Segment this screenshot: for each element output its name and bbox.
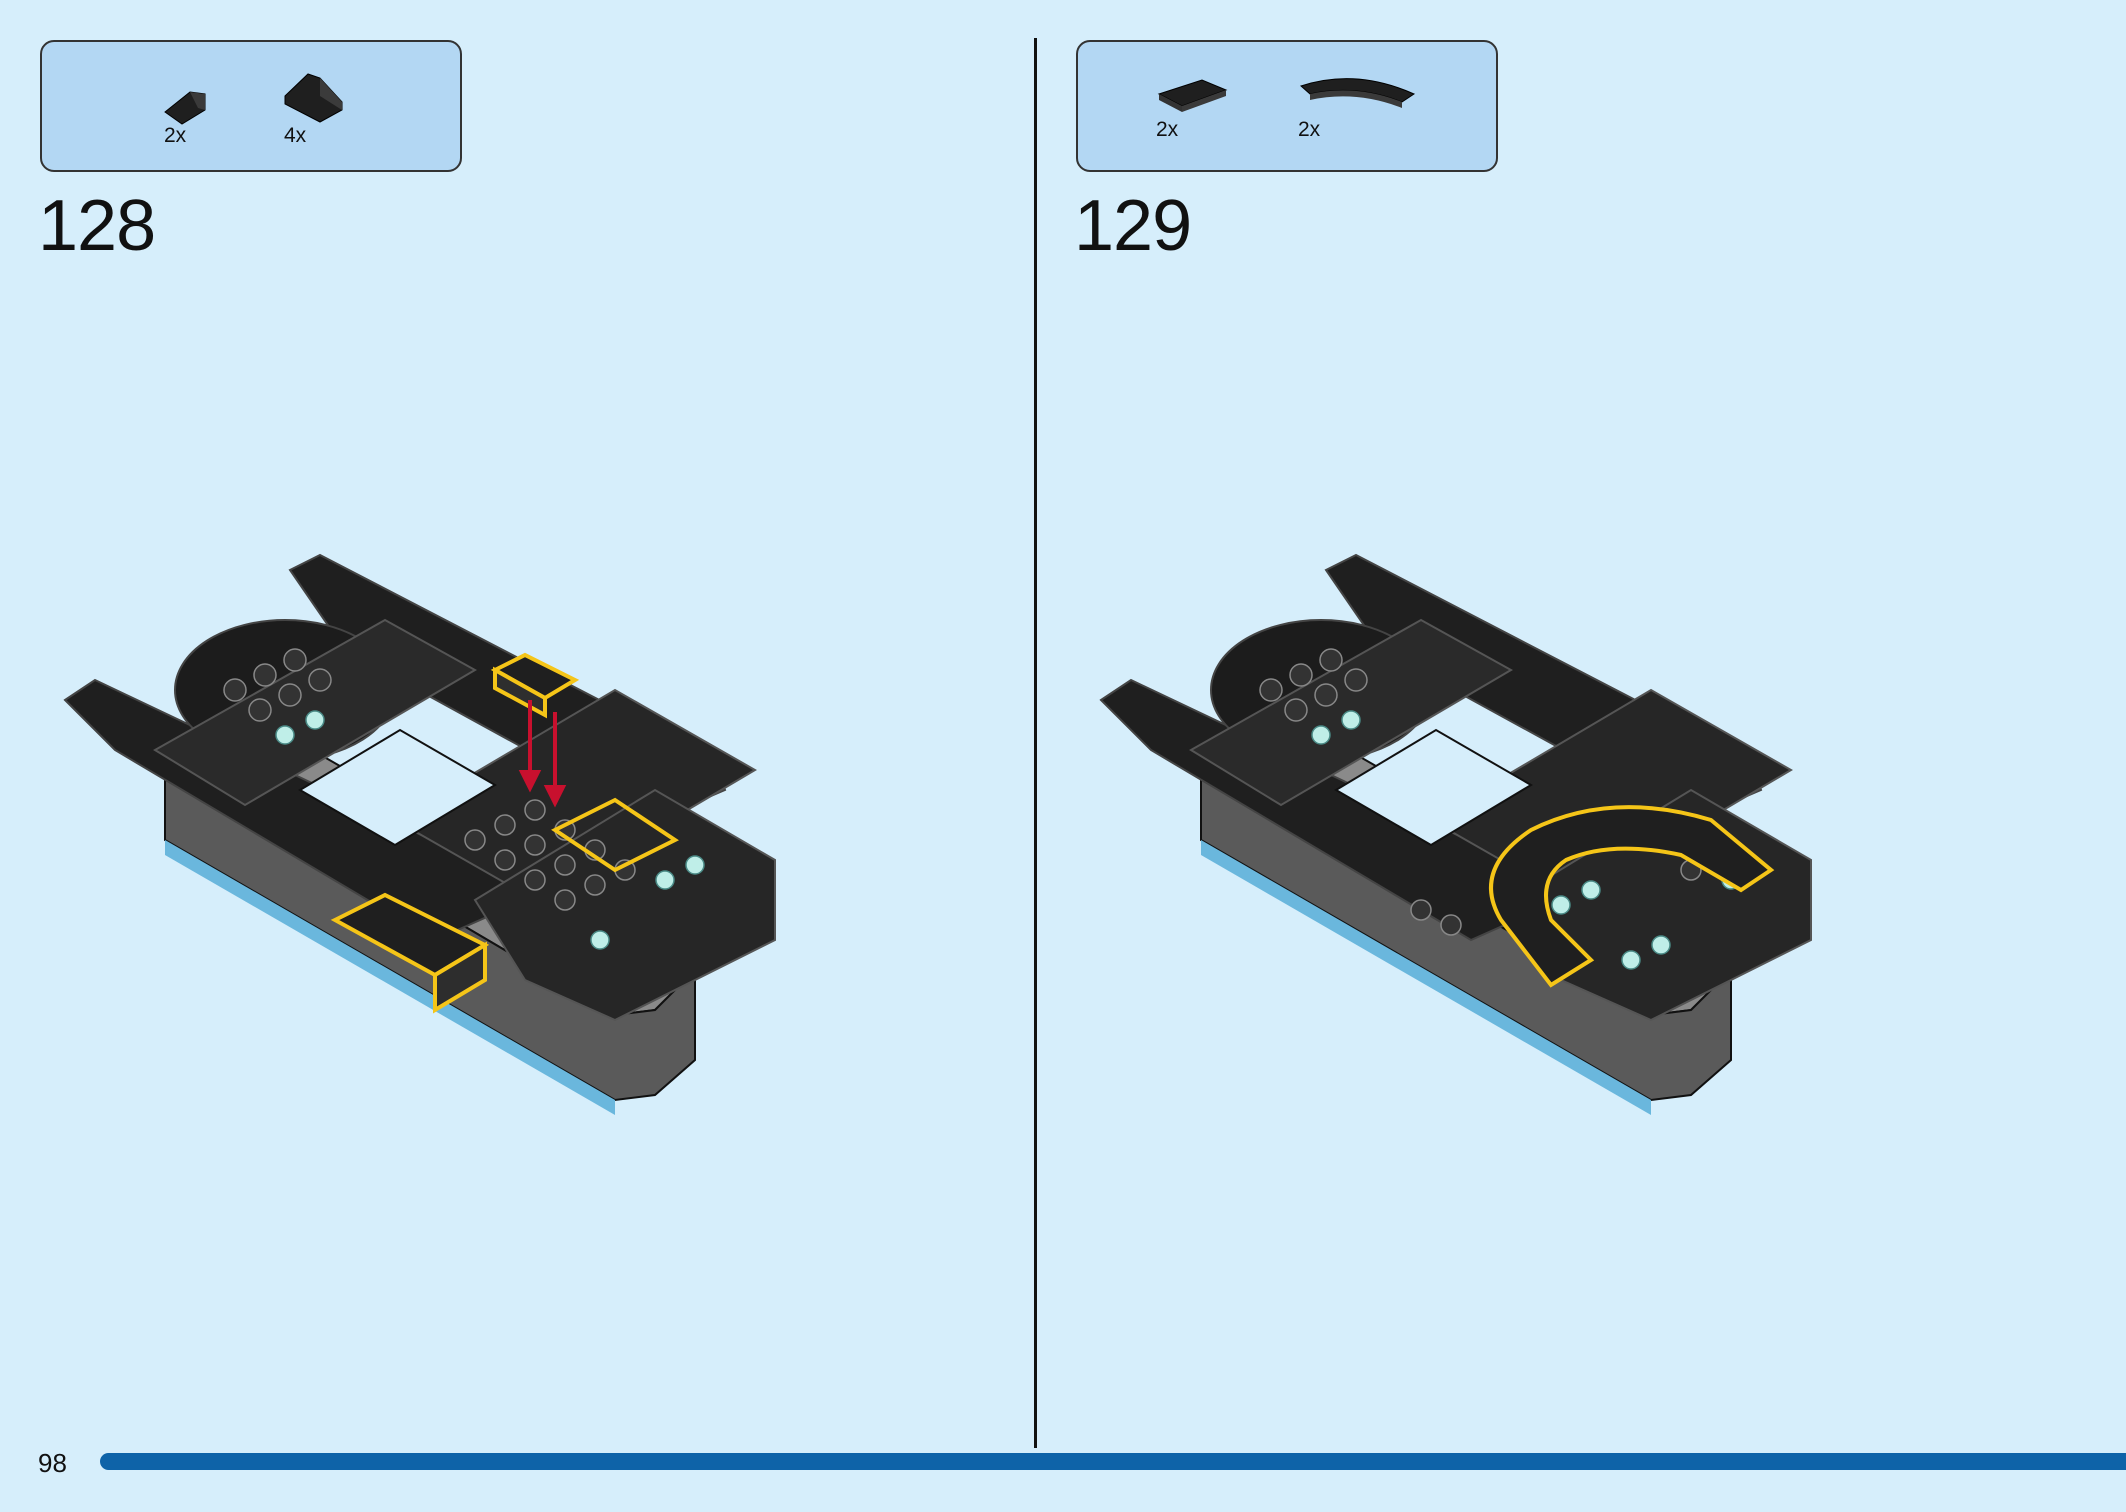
assembly-model-step-129 [1099,553,1812,1115]
part-qty-label: 2x [164,124,187,147]
slope-1x1-icon [164,91,206,125]
part-qty-label: 2x [1298,118,1321,141]
step-divider [1034,38,1037,1448]
part-qty-label: 4x [284,124,307,147]
step-128-panel: 2x 4x 128 [0,0,1030,1450]
slope-2x2-icon [284,73,343,123]
assembly-model-step-128 [63,553,776,1115]
step-number: 128 [38,186,156,266]
parts-callout-128: 2x 4x [40,40,462,172]
page-number: 98 [38,1448,67,1478]
page-progress-bar [100,1453,2126,1470]
step-number: 129 [1074,186,1192,266]
step-129-panel: 2x 2x 129 [1036,0,2066,1450]
part-qty-label: 2x [1156,118,1179,141]
tile-1x2-icon [1157,79,1228,112]
curved-tile-macaroni-icon [1300,78,1416,108]
parts-callout-129: 2x 2x [1076,40,1498,172]
